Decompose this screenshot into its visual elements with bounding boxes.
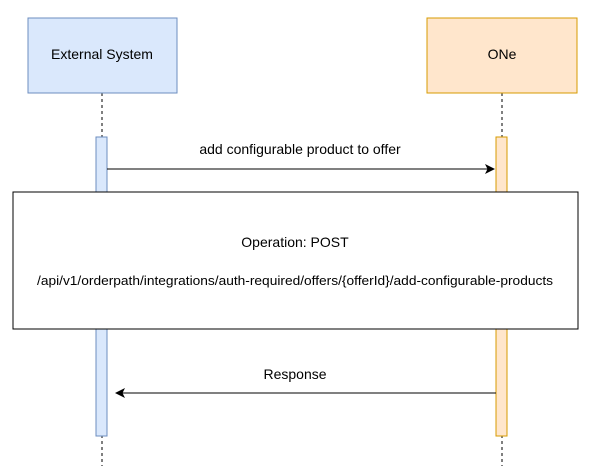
participant-external-system[interactable]: External System — [27, 17, 178, 94]
participant-box — [426, 17, 578, 94]
participant-label: External System — [51, 46, 153, 62]
note-box — [12, 191, 579, 330]
participant-one[interactable]: ONe — [426, 17, 578, 94]
participant-label: ONe — [488, 46, 517, 62]
message-label: add configurable product to offer — [199, 141, 401, 157]
participant-box — [27, 17, 178, 94]
message-response: Response — [115, 366, 496, 398]
message-label: Response — [263, 366, 326, 382]
note-operation-text: Operation: POST — [241, 234, 349, 250]
operation-note: Operation: POST /api/v1/orderpath/integr… — [12, 191, 579, 330]
note-endpoint-text: /api/v1/orderpath/integrations/auth-requ… — [37, 273, 554, 288]
message-request: add configurable product to offer — [107, 141, 495, 174]
